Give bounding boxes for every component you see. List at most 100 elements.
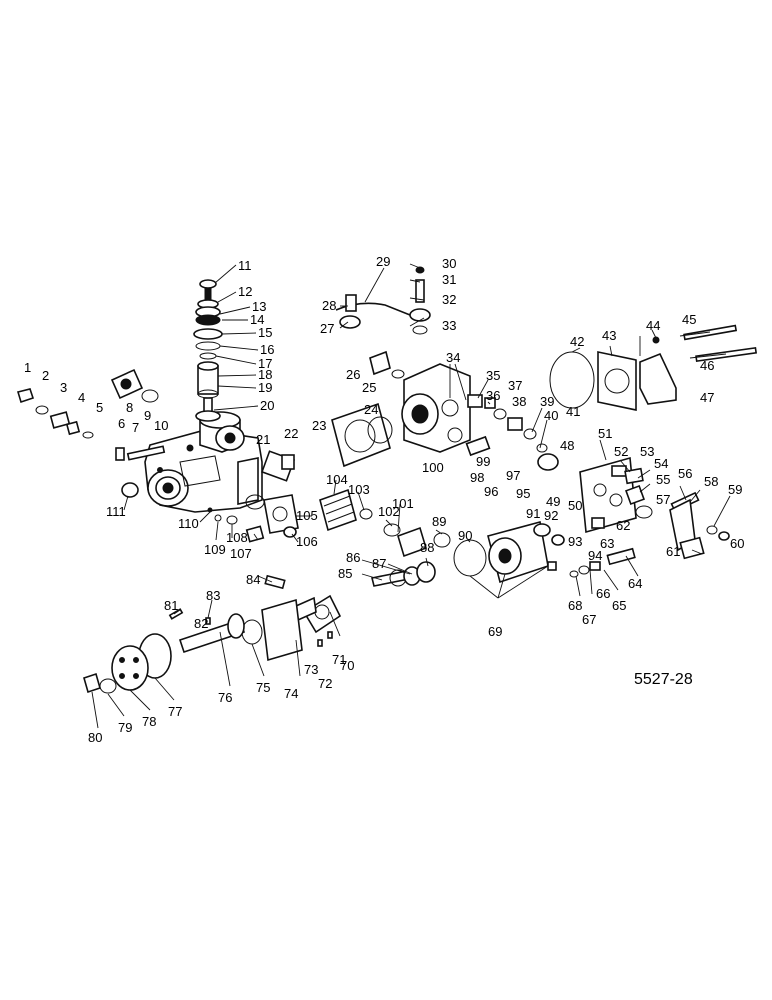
callout-108: 108 (226, 530, 248, 545)
callout-110: 110 (178, 516, 199, 531)
callout-19: 19 (258, 380, 272, 395)
callout-1: 1 (24, 360, 31, 375)
callout-23: 23 (312, 418, 326, 433)
callout-13: 13 (252, 299, 266, 314)
callout-16: 16 (260, 342, 274, 357)
callout-27: 27 (320, 321, 334, 336)
callout-94: 94 (588, 548, 602, 563)
callout-21: 21 (256, 432, 270, 447)
callout-29: 29 (376, 254, 390, 269)
callout-90: 90 (458, 528, 472, 543)
callout-57: 57 (656, 492, 670, 507)
callout-24: 24 (364, 402, 378, 417)
callout-66: 66 (596, 586, 610, 601)
callout-34: 34 (446, 350, 460, 365)
callout-87: 87 (372, 556, 386, 571)
callout-25: 25 (362, 380, 376, 395)
callout-52: 52 (614, 444, 628, 459)
parts-89-104 (319, 488, 565, 584)
callout-55: 55 (656, 472, 670, 487)
callout-105: 105 (296, 508, 318, 523)
callout-70: 70 (340, 658, 354, 673)
callout-53: 53 (640, 444, 654, 459)
callout-79: 79 (118, 720, 132, 735)
callout-103: 103 (348, 482, 370, 497)
callout-6: 6 (118, 416, 125, 431)
callout-64: 64 (628, 576, 642, 591)
callout-98: 98 (470, 470, 484, 485)
callout-9: 9 (144, 408, 151, 423)
callout-39: 39 (540, 394, 554, 409)
pump-housing (144, 411, 263, 513)
callout-17: 17 (258, 356, 272, 371)
callout-88: 88 (420, 540, 434, 555)
callout-8: 8 (126, 400, 133, 415)
callout-101: 101 (392, 496, 414, 511)
callout-10: 10 (154, 418, 168, 433)
callout-63: 63 (600, 536, 614, 551)
callout-5: 5 (96, 400, 103, 415)
callout-86: 86 (346, 550, 360, 565)
callout-32: 32 (442, 292, 456, 307)
callout-82: 82 (194, 616, 208, 631)
pressure-valve-stack (193, 279, 223, 422)
callout-62: 62 (616, 518, 630, 533)
callout-72: 72 (318, 676, 332, 691)
callout-100: 100 (422, 460, 444, 475)
callout-40: 40 (544, 408, 558, 423)
callout-49: 49 (546, 494, 560, 509)
callout-68: 68 (568, 598, 582, 613)
callout-73: 73 (304, 662, 318, 677)
callout-106: 106 (296, 534, 318, 549)
callout-83: 83 (206, 588, 220, 603)
callout-56: 56 (678, 466, 692, 481)
parts-21-22 (260, 450, 296, 482)
drive-shaft-assembly (83, 561, 436, 694)
parts-61-68 (569, 536, 705, 578)
callout-97: 97 (506, 468, 520, 483)
callout-78: 78 (142, 714, 156, 729)
callout-91: 91 (526, 506, 540, 521)
callout-44: 44 (646, 318, 660, 333)
callout-104: 104 (326, 472, 348, 487)
parts-42-47 (549, 324, 758, 411)
callout-51: 51 (598, 426, 612, 441)
callout-74: 74 (284, 686, 298, 701)
callout-26: 26 (346, 367, 360, 382)
callout-61: 61 (666, 544, 680, 559)
callout-2: 2 (42, 368, 49, 383)
callout-41: 41 (566, 404, 580, 419)
callout-102: 102 (378, 504, 400, 519)
callout-84: 84 (246, 572, 260, 587)
callout-95: 95 (516, 486, 530, 501)
callout-18: 18 (258, 367, 272, 382)
callout-47: 47 (700, 390, 714, 405)
leader-lines (91, 263, 731, 729)
callout-4: 4 (78, 390, 85, 405)
callout-96: 96 (484, 484, 498, 499)
callout-35: 35 (486, 368, 500, 383)
callout-85: 85 (338, 566, 352, 581)
callout-80: 80 (88, 730, 102, 745)
callout-15: 15 (258, 325, 272, 340)
callout-31: 31 (442, 272, 456, 287)
callout-48: 48 (560, 438, 574, 453)
callout-107: 107 (230, 546, 252, 561)
callout-54: 54 (654, 456, 668, 471)
callout-labels: 1 2 3 4 5 6 7 8 9 10 11 12 13 14 15 16 1… (24, 254, 744, 745)
parts-48-60 (537, 453, 730, 552)
callout-20: 20 (260, 398, 274, 413)
callout-76: 76 (218, 690, 232, 705)
left-small-parts (16, 368, 166, 498)
upper-hydraulic-head (331, 266, 548, 468)
figure-reference-number: 5527-28 (634, 671, 693, 688)
callout-11: 11 (238, 258, 252, 273)
callout-12: 12 (238, 284, 252, 299)
callout-81: 81 (164, 598, 178, 613)
callout-65: 65 (612, 598, 626, 613)
callout-30: 30 (442, 256, 456, 271)
callout-36: 36 (486, 388, 500, 403)
callout-37: 37 (508, 378, 522, 393)
parts-105-111 (207, 494, 299, 543)
